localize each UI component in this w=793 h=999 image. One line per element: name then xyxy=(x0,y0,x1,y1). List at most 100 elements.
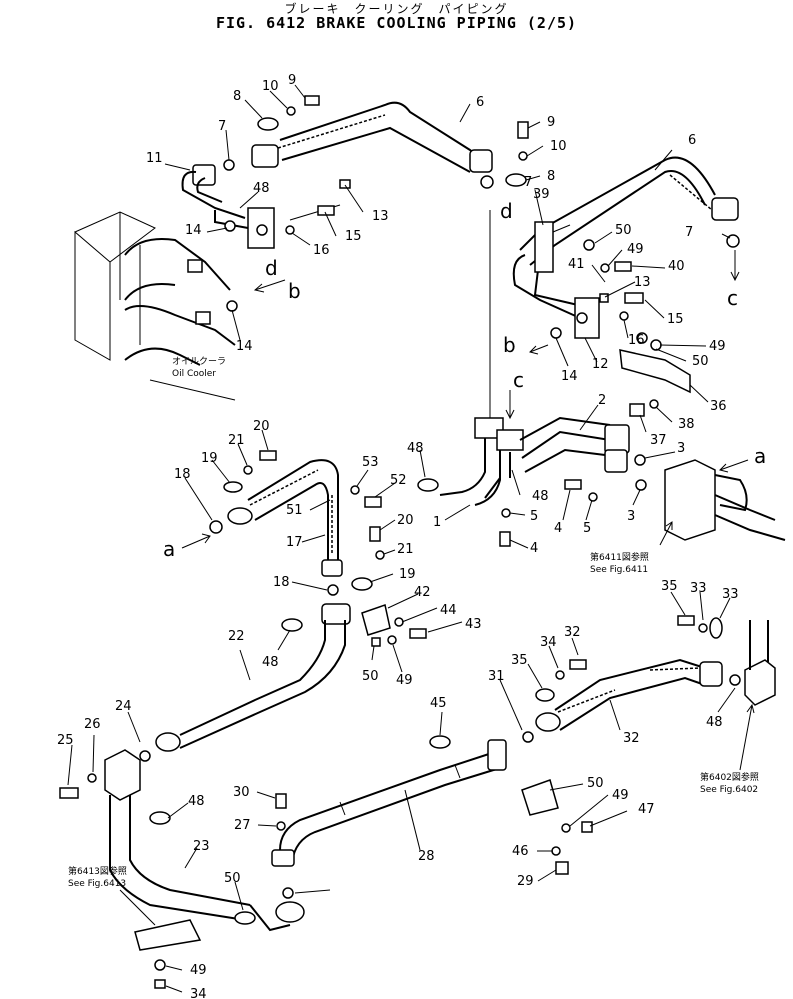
part-number-label: 18 xyxy=(174,467,191,482)
pipe-31 xyxy=(522,615,776,743)
figure-title-japanese: ブレーキ クーリング パイピング xyxy=(284,2,509,16)
upper-right-pipe-assembly xyxy=(512,156,740,417)
part-number-label: 13 xyxy=(634,275,651,290)
part-number-label: 34 xyxy=(540,635,557,650)
part-number-label: 3 xyxy=(627,509,635,524)
part-number-label: 48 xyxy=(253,181,270,196)
part-number-label: 32 xyxy=(564,625,581,640)
part-number-label: 4 xyxy=(530,541,538,556)
part-number-label: 16 xyxy=(628,333,645,348)
part-number-label: 3 xyxy=(677,441,685,456)
part-number-label: 12 xyxy=(592,357,609,372)
oil-cooler-label: Oil Cooler xyxy=(172,369,216,379)
part-number-label: 9 xyxy=(288,73,296,88)
part-number-label: 42 xyxy=(414,585,431,600)
part-number-label: 45 xyxy=(430,696,447,711)
see-fig6402: See Fig.6402 xyxy=(700,785,758,795)
part-number-label: 22 xyxy=(228,629,245,644)
see-fig6413-jp: 第6413図参照 xyxy=(68,865,127,877)
part-number-label: 50 xyxy=(692,354,709,369)
part-number-label: 33 xyxy=(690,581,707,596)
part-number-label: 48 xyxy=(407,441,424,456)
part-number-label: 7 xyxy=(218,119,226,134)
part-number-label: 51 xyxy=(286,503,303,518)
part-number-label: 1 xyxy=(433,515,441,530)
pipe-27 xyxy=(271,735,593,899)
part-number-label: 43 xyxy=(465,617,482,632)
part-number-label: 15 xyxy=(667,312,684,327)
part-number-label: 48 xyxy=(706,715,723,730)
part-number-label: 18 xyxy=(273,575,290,590)
part-number-label: 7 xyxy=(524,175,532,190)
part-number-label: 50 xyxy=(587,776,604,791)
part-number-label: 13 xyxy=(372,209,389,224)
part-number-label: 7 xyxy=(685,225,693,240)
pipe-22 xyxy=(139,603,427,762)
part-number-label: 11 xyxy=(146,151,163,166)
center-pipe-assembly xyxy=(417,210,647,547)
part-number-label: 48 xyxy=(532,489,549,504)
part-number-label: 49 xyxy=(612,788,629,803)
connection-letter-label: b xyxy=(503,333,516,357)
part-number-label: 41 xyxy=(568,257,585,272)
part-number-label: 33 xyxy=(722,587,739,602)
part-number-label: 49 xyxy=(709,339,726,354)
part-number-label: 32 xyxy=(623,731,640,746)
part-number-label: 38 xyxy=(678,417,695,432)
part-number-label: 9 xyxy=(547,115,555,130)
part-number-label: 53 xyxy=(362,455,379,470)
part-number-label: 2 xyxy=(598,393,606,408)
part-number-label: 6 xyxy=(688,133,696,148)
part-number-label: 50 xyxy=(362,669,379,684)
connection-letter-label: d xyxy=(265,256,278,280)
part-number-label: 19 xyxy=(399,567,416,582)
part-number-label: 27 xyxy=(234,818,251,833)
part-number-label: 49 xyxy=(627,242,644,257)
part-number-label: 5 xyxy=(583,521,591,536)
part-number-label: 16 xyxy=(313,243,330,258)
upper-left-pipe-assembly xyxy=(181,95,529,312)
part-number-label: 37 xyxy=(650,433,667,448)
part-number-label: 31 xyxy=(488,669,505,684)
connection-letter-label: a xyxy=(163,537,175,561)
leader-lines xyxy=(67,84,736,993)
part-number-label: 8 xyxy=(233,89,241,104)
part-number-label: 4 xyxy=(554,521,562,536)
part-number-label: 36 xyxy=(710,399,727,414)
part-number-label: 5 xyxy=(530,509,538,524)
part-number-label: 8 xyxy=(547,169,555,184)
flow-arrows xyxy=(181,250,755,771)
part-number-label: 25 xyxy=(57,733,74,748)
connection-letter-label: c xyxy=(727,286,738,310)
fig6411-connection xyxy=(664,459,786,541)
part-number-label: 47 xyxy=(638,802,655,817)
pipe-23 xyxy=(59,749,305,989)
part-number-label: 14 xyxy=(561,369,578,384)
connection-letter-label: c xyxy=(513,368,524,392)
see-fig6411: See Fig.6411 xyxy=(590,565,648,575)
connection-letter-label: d xyxy=(500,199,513,223)
middle-left-pipe-assembly xyxy=(209,450,385,596)
reference-notes: オイルクーラ Oil Cooler 第6411図参照 See Fig.6411 … xyxy=(68,356,759,889)
part-number-label: 26 xyxy=(84,717,101,732)
see-fig6413: See Fig.6413 xyxy=(68,879,126,889)
oil-cooler-label-jp: オイルクーラ xyxy=(172,356,226,367)
part-number-label: 52 xyxy=(390,473,407,488)
part-number-label: 10 xyxy=(262,79,279,94)
part-number-label: 50 xyxy=(615,223,632,238)
connection-letter-label: b xyxy=(288,279,301,303)
part-number-label: 14 xyxy=(236,339,253,354)
part-number-label: 50 xyxy=(224,871,241,886)
part-number-label: 48 xyxy=(262,655,279,670)
part-number-label: 30 xyxy=(233,785,250,800)
part-number-label: 29 xyxy=(517,874,534,889)
part-number-label: 10 xyxy=(550,139,567,154)
part-number-label: 21 xyxy=(397,542,414,557)
see-fig6402-jp: 第6402図参照 xyxy=(700,771,759,783)
part-number-label: 21 xyxy=(228,433,245,448)
part-number-label: 40 xyxy=(668,259,685,274)
part-number-label: 15 xyxy=(345,229,362,244)
